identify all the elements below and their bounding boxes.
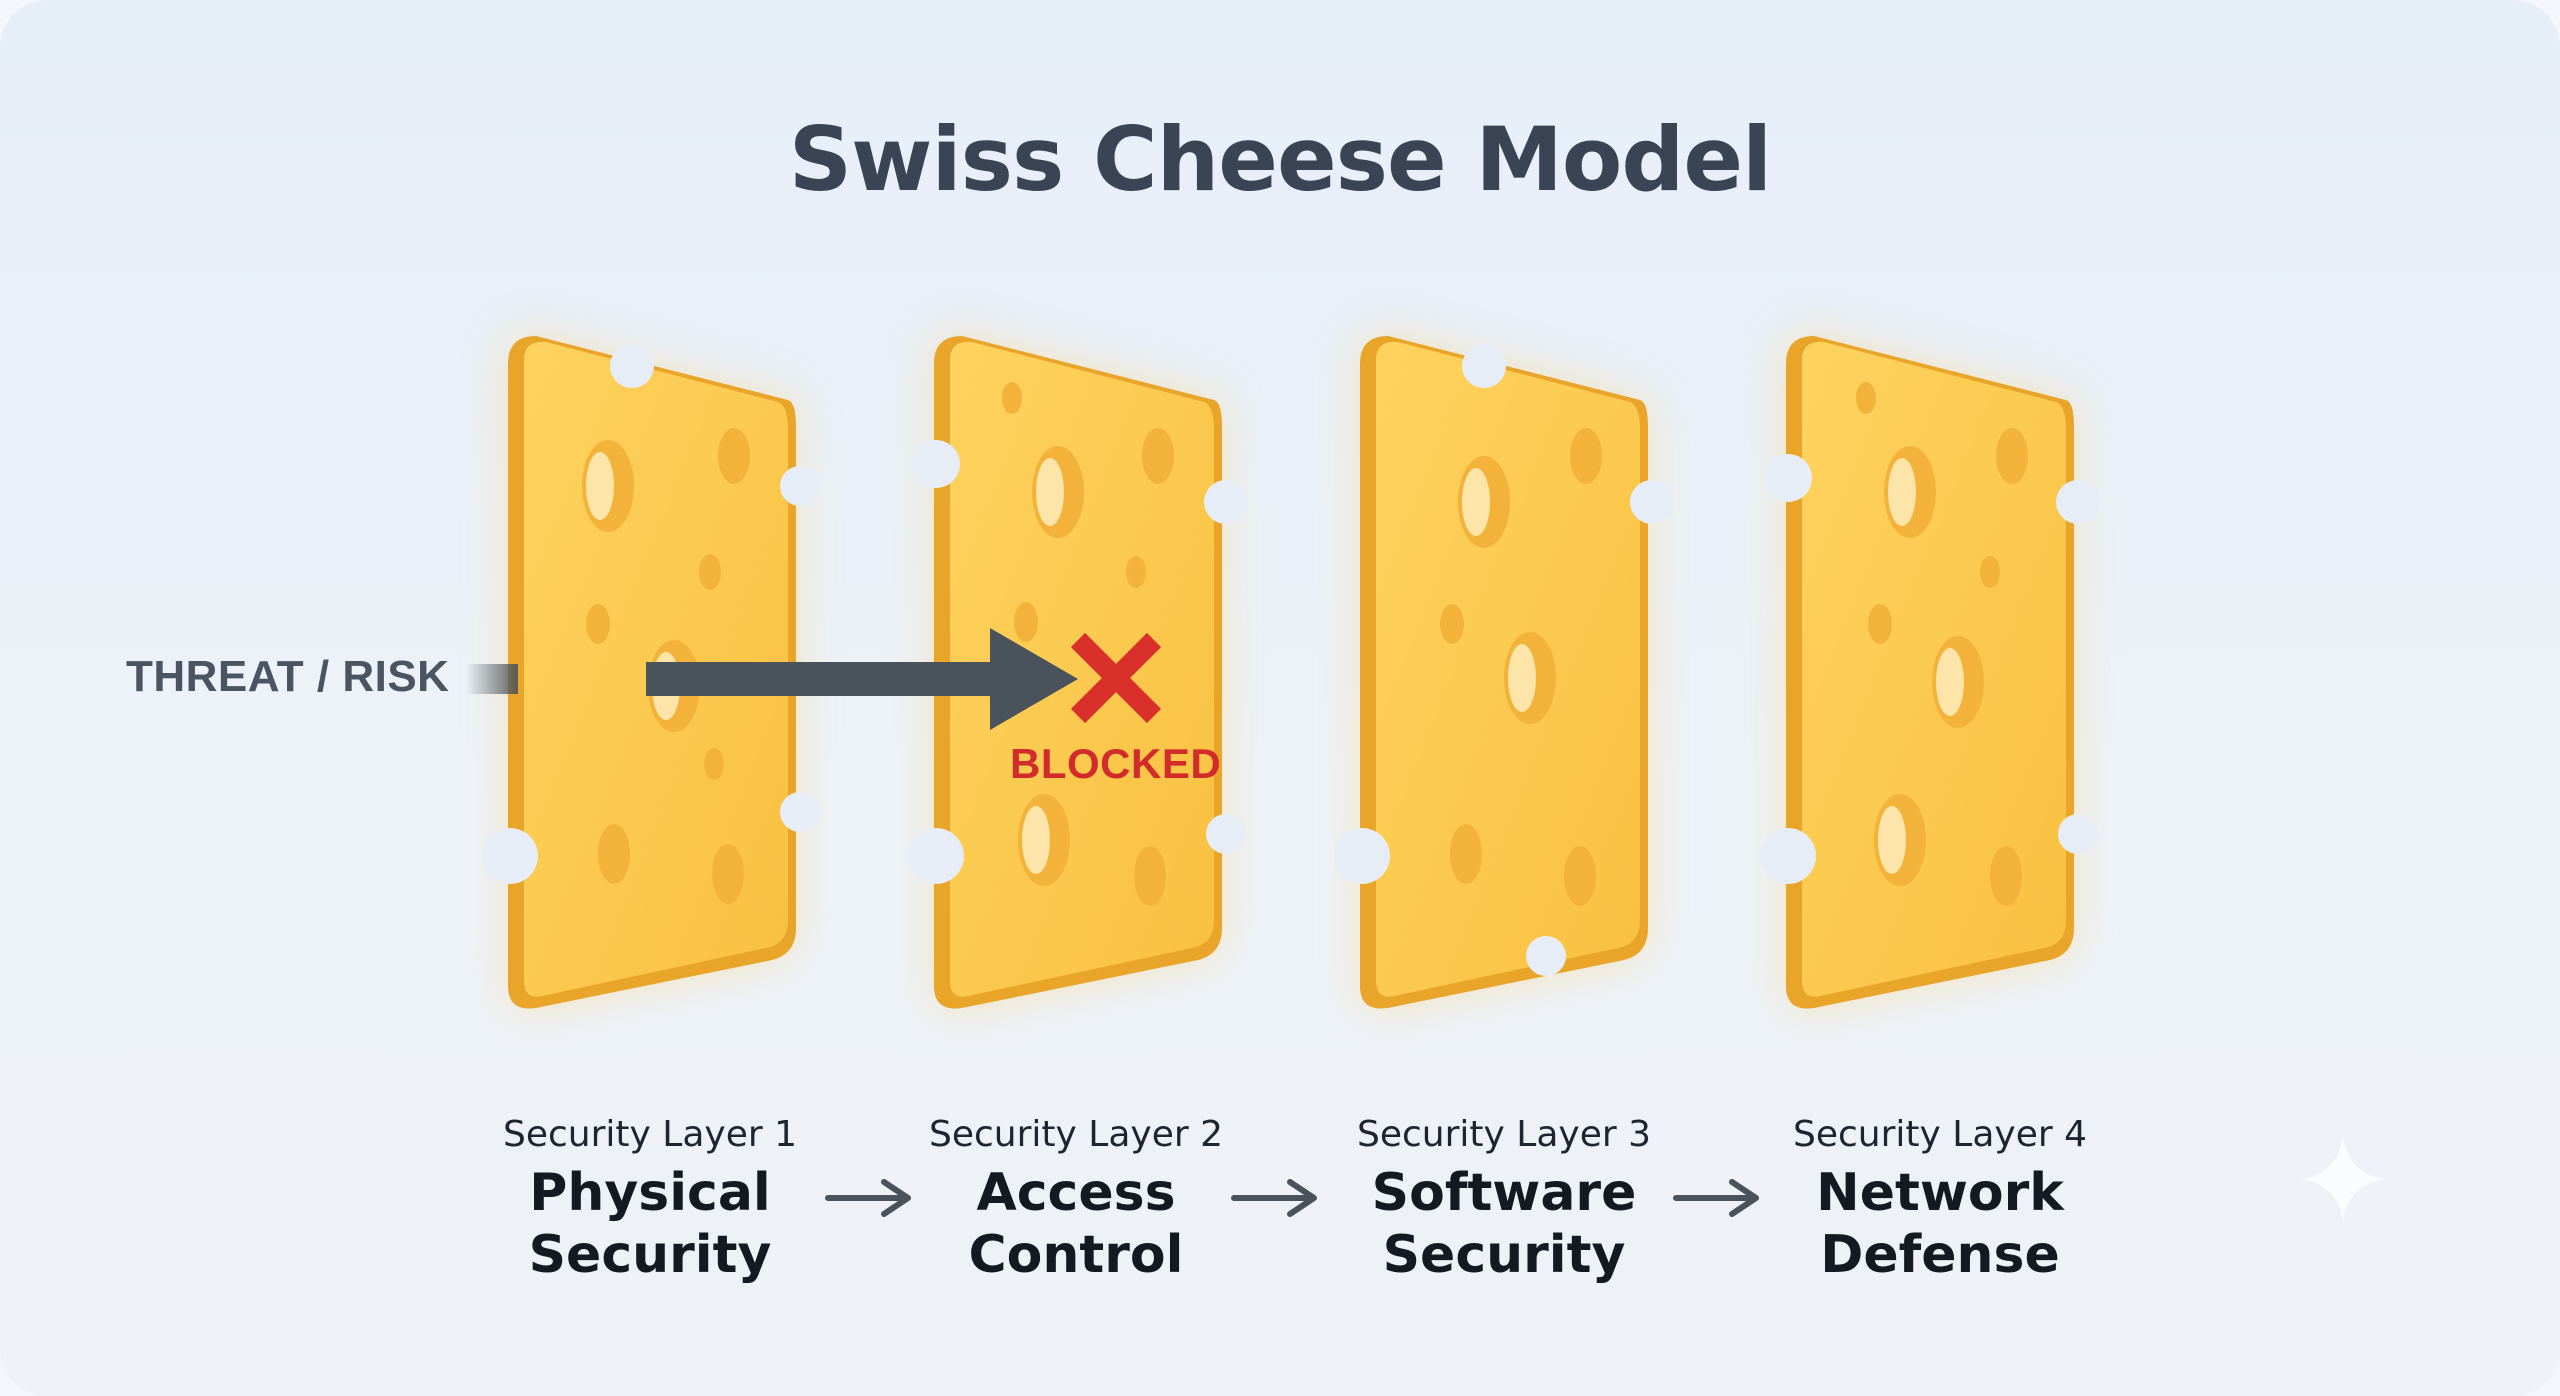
layer-number: Security Layer 4: [1793, 1114, 2087, 1155]
layer-caption-3: Security Layer 3 Software Security: [1294, 1108, 1714, 1286]
layer-name: Security: [1382, 1225, 1626, 1285]
layer-number: Security Layer 1: [503, 1114, 797, 1155]
layer-caption-4: Security Layer 4 Network Defense: [1730, 1108, 2150, 1286]
layer-caption-1: Security Layer 1 Physical Security: [440, 1108, 860, 1286]
layer-caption-2: Security Layer 2 Access Control: [866, 1108, 1286, 1286]
layer-name: Defense: [1820, 1225, 2060, 1285]
arrow-right-icon: [1231, 1179, 1317, 1217]
layer-name: Control: [968, 1225, 1184, 1285]
page-title: Swiss Cheese Model: [788, 108, 1772, 211]
layer-name: Access: [976, 1163, 1176, 1223]
layer-name: Software: [1371, 1163, 1637, 1223]
threat-arrow: [466, 628, 1078, 730]
arrow-right-icon: [1673, 1179, 1759, 1217]
cheese-slice-4: [1760, 336, 2100, 1009]
layer-number: Security Layer 2: [929, 1114, 1223, 1155]
layer-name: Security: [528, 1225, 772, 1285]
x-mark-icon: [1070, 632, 1162, 724]
layer-name: Network: [1816, 1163, 2064, 1223]
sparkle-icon: [2300, 1136, 2386, 1222]
arrow-right-icon: [825, 1179, 911, 1217]
cheese-slice-3: [1334, 336, 1674, 1009]
threat-label: THREAT / RISK: [126, 652, 450, 701]
layer-number: Security Layer 3: [1357, 1114, 1651, 1155]
blocked-label: BLOCKED: [1010, 740, 1222, 787]
layer-name: Physical: [529, 1163, 771, 1223]
cheese-slice-2: [908, 336, 1248, 1009]
